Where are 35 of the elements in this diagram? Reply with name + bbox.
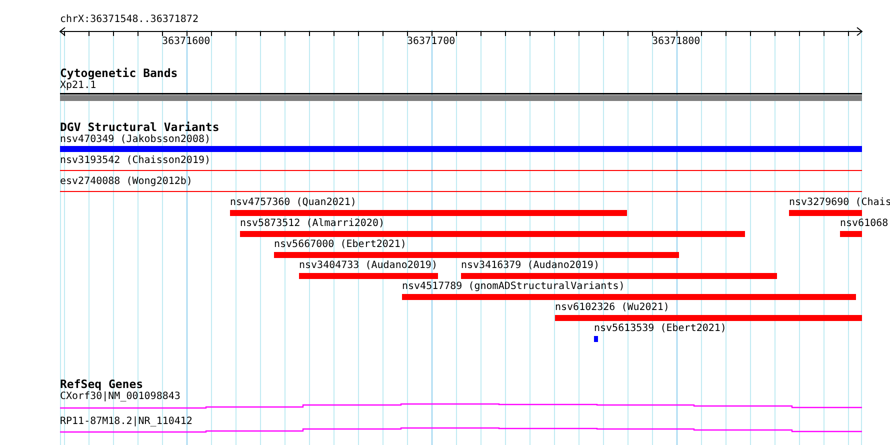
variant-label: nsv3416379 (Audano2019) — [461, 260, 600, 271]
tick-label: 36371800 — [652, 36, 700, 47]
variant-bar — [230, 210, 627, 216]
variant-bar — [594, 336, 598, 342]
band-label: Xp21.1 — [60, 80, 96, 91]
variant-label: nsv61068 — [840, 218, 888, 229]
variant-bar — [555, 315, 862, 321]
variant-label: nsv6102326 (Wu2021) — [555, 302, 670, 313]
tick-label: 36371600 — [162, 36, 210, 47]
cytoband-bar — [60, 94, 862, 100]
variant-label: nsv5667000 (Ebert2021) — [274, 239, 406, 250]
variant-bar — [274, 252, 679, 258]
variant-bar — [240, 231, 745, 237]
variant-label: nsv3193542 (Chaisson2019) — [60, 155, 211, 166]
track-title: Cytogenetic Bands — [60, 67, 178, 79]
variant-label: nsv5613539 (Ebert2021) — [594, 323, 726, 334]
variant-label: nsv4517789 (gnomADStructuralVariants) — [402, 281, 625, 292]
variant-label: nsv3279690 (Chais — [789, 197, 890, 208]
variant-label: nsv3404733 (Audano2019) — [299, 260, 438, 271]
variant-label: nsv470349 (Jakobsson2008) — [60, 134, 211, 145]
track-title: DGV Structural Variants — [60, 121, 220, 133]
variant-bar — [402, 294, 856, 300]
gene-label: CXorf30|NM_001098843 — [60, 391, 180, 402]
gene-label: RP11-87M18.2|NR_110412 — [60, 416, 192, 427]
variant-bar — [461, 273, 777, 279]
track-title: RefSeq Genes — [60, 378, 144, 390]
variant-bar — [840, 231, 862, 237]
variant-label: nsv4757360 (Quan2021) — [230, 197, 356, 208]
variant-bar — [789, 210, 862, 216]
variant-label: nsv5873512 (Almarri2020) — [240, 218, 384, 229]
variant-bar — [60, 146, 862, 152]
position-label: chrX:36371548..36371872 — [60, 14, 198, 25]
variant-label: esv2740088 (Wong2012b) — [60, 176, 192, 187]
tick-label: 36371700 — [407, 36, 456, 47]
variant-bar — [299, 273, 438, 279]
